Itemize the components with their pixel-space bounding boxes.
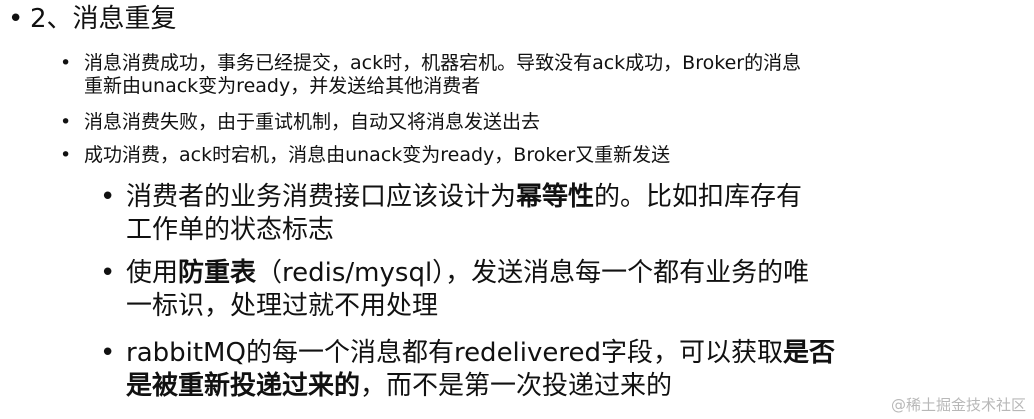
level3-item-2-text-a: 使用 — [126, 258, 179, 288]
level3-item-2-line-2: 一标识，处理过就不用处理 — [126, 291, 439, 321]
level3-item-3-line-1: rabbitMQ的每一个消息都有redelivered字段，可以获取是否 — [126, 336, 835, 370]
level2-item-3-line-1: 成功消费，ack时宕机，消息由unack变为ready，Broker又重新发送 — [84, 144, 671, 166]
level3-item-1-text-a: 消费者的业务消费接口应该设计为 — [126, 182, 517, 212]
level2-item-1-line-2: 重新由unack变为ready，并发送给其他消费者 — [84, 75, 481, 97]
level3-item-1-text-c: 的。比如扣库存有 — [594, 182, 803, 212]
level2-item-1-line-1: 消息消费成功，事务已经提交，ack时，机器宕机。导致没有ack成功，Broker… — [84, 52, 802, 74]
level3-item-2-emphasis: 防重表 — [178, 258, 257, 288]
level3-item-3-emphasis-2: 是被重新投递过来的 — [126, 371, 361, 401]
heading-title: 2、消息重复 — [30, 4, 177, 34]
level2-item-2-line-1: 消息消费失败，由于重试机制，自动又将消息发送出去 — [84, 111, 541, 133]
level3-item-1-line-1: 消费者的业务消费接口应该设计为幂等性的。比如扣库存有 — [126, 180, 802, 214]
level2-bullet: • — [60, 144, 72, 166]
level3-item-1-emphasis: 幂等性 — [516, 182, 595, 212]
level3-item-3-text-a: rabbitMQ的每一个消息都有redelivered字段，可以获取 — [126, 338, 784, 368]
heading-bullet: • — [8, 4, 24, 34]
level3-item-3-text-c: ，而不是第一次投递过来的 — [360, 371, 673, 401]
level3-item-3-emphasis: 是否 — [783, 338, 836, 368]
level2-bullet: • — [60, 52, 72, 74]
level3-item-2-text-c: （redis/mysql），发送消息每一个都有业务的唯 — [256, 258, 810, 288]
level2-bullet: • — [60, 111, 72, 133]
level3-item-2-line-1: 使用防重表（redis/mysql），发送消息每一个都有业务的唯 — [126, 256, 809, 290]
level3-bullet: • — [100, 258, 116, 288]
level3-bullet: • — [100, 338, 116, 368]
watermark: @稀土掘金技术社区 — [890, 396, 1026, 414]
level3-item-1-line-2: 工作单的状态标志 — [126, 215, 335, 245]
level3-item-3-line-2: 是被重新投递过来的，而不是第一次投递过来的 — [126, 369, 672, 403]
level3-bullet: • — [100, 182, 116, 212]
